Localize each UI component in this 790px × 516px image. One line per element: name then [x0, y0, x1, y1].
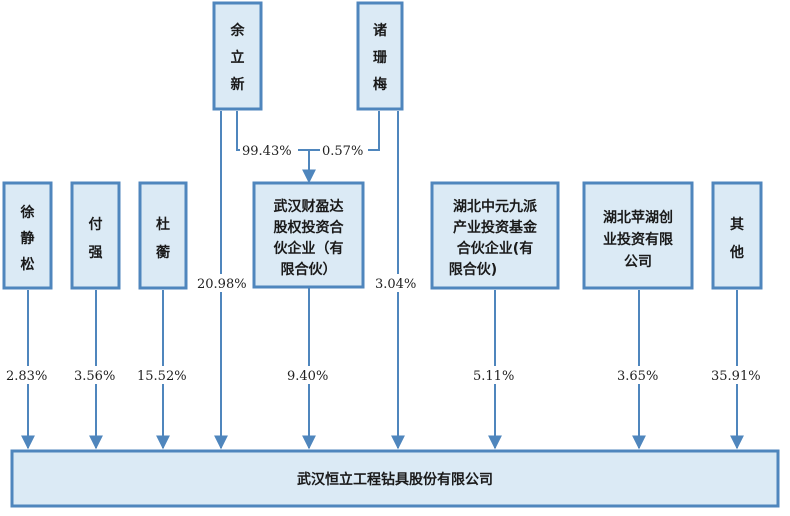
svg-text:诸: 诸 [373, 22, 387, 39]
svg-text:武汉财盈达: 武汉财盈达 [274, 198, 344, 215]
label-yu-caiyingda: 99.43% [242, 144, 292, 159]
node-wuhan-caiyingda: 武汉财盈达 股权投资合 伙企业（有 限合伙） [252, 181, 365, 289]
label-yu-company: 20.98% [197, 277, 247, 292]
svg-text:静: 静 [21, 230, 35, 247]
svg-text:立: 立 [231, 49, 245, 66]
svg-text:伙企业（有: 伙企业（有 [274, 240, 344, 257]
svg-text:松: 松 [21, 256, 35, 273]
svg-text:湖北中元九派: 湖北中元九派 [453, 198, 538, 215]
node-du-heng: 杜 蘅 [138, 181, 188, 290]
label-caiyingda-company: 9.40% [287, 369, 328, 384]
svg-text:产业投资基金: 产业投资基金 [453, 219, 538, 236]
node-xu-jingsong: 徐 静 松 [2, 181, 53, 290]
svg-text:其: 其 [730, 217, 744, 233]
svg-text:武汉恒立工程钻具股份有限公司: 武汉恒立工程钻具股份有限公司 [297, 471, 493, 488]
edge-labels: 99.43% 0.57% 20.98% 3.04% 2.83% 3.56% 15… [4, 141, 765, 384]
svg-text:珊: 珊 [373, 50, 387, 66]
svg-text:付: 付 [89, 216, 103, 233]
label-zhongyuan-company: 5.11% [473, 369, 514, 384]
label-others-company: 35.91% [711, 369, 761, 384]
svg-text:限合伙）: 限合伙） [281, 261, 337, 278]
svg-text:新: 新 [231, 76, 245, 93]
node-others: 其 他 [711, 181, 763, 290]
svg-text:强: 强 [89, 245, 103, 261]
svg-text:徐: 徐 [20, 204, 35, 221]
node-zhu-shanmei: 诸 珊 梅 [356, 1, 404, 111]
svg-text:合伙企业(有: 合伙企业(有 [457, 240, 533, 257]
node-yu-lixin: 余 立 新 [212, 1, 263, 111]
svg-text:湖北苹湖创: 湖北苹湖创 [603, 209, 673, 226]
label-fu-company: 3.56% [74, 369, 115, 384]
label-zhu-caiyingda: 0.57% [322, 144, 363, 159]
label-xu-company: 2.83% [6, 369, 47, 384]
svg-text:他: 他 [729, 244, 744, 261]
label-zhu-company: 3.04% [375, 277, 416, 292]
node-fu-qiang: 付 强 [70, 181, 121, 290]
svg-text:梅: 梅 [373, 76, 387, 93]
node-hubei-pinghu: 湖北苹湖创 业投资有限 公司 [582, 181, 694, 290]
svg-text:余: 余 [230, 22, 246, 39]
svg-text:限合伙): 限合伙) [449, 261, 497, 278]
svg-text:蘅: 蘅 [156, 244, 170, 261]
svg-text:业投资有限: 业投资有限 [603, 231, 673, 248]
label-pinghu-company: 3.65% [617, 369, 658, 384]
svg-text:股权投资合: 股权投资合 [274, 219, 345, 236]
node-company: 武汉恒立工程钻具股份有限公司 [10, 449, 780, 508]
label-du-company: 15.52% [137, 369, 187, 384]
svg-text:杜: 杜 [156, 216, 170, 233]
node-hubei-zhongyuan: 湖北中元九派 产业投资基金 合伙企业(有 限合伙) [430, 181, 560, 290]
svg-text:公司: 公司 [624, 254, 652, 270]
